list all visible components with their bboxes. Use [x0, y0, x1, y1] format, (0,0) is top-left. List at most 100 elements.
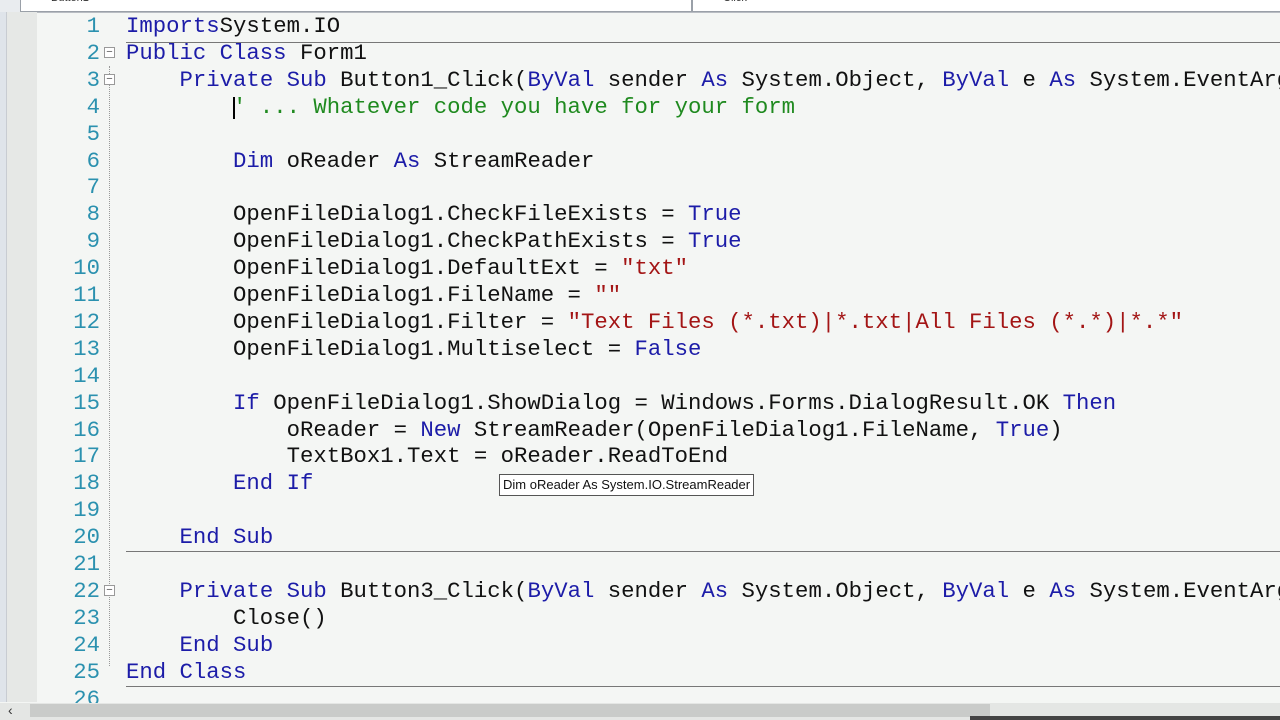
code-token: StreamReader(OpenFileDialog1.FileName, — [460, 416, 996, 443]
code-line[interactable]: 12 OpenFileDialog1.Filter = "Text Files … — [0, 309, 1280, 336]
code-text: OpenFileDialog1.FileName = "" — [126, 282, 621, 309]
keyword: True — [687, 228, 742, 255]
code-token: OpenFileDialog1.ShowDialog = Windows.For… — [259, 389, 1063, 416]
code-token — [126, 390, 233, 416]
code-text: Dim oReader As StreamReader — [126, 148, 594, 175]
string-literal: "" — [594, 282, 622, 308]
code-line[interactable]: 8 OpenFileDialog1.CheckFileExists = True — [0, 201, 1280, 228]
collapse-icon[interactable]: − — [104, 584, 115, 596]
keyword: ByVal — [942, 66, 1010, 93]
line-number: 21 — [73, 551, 100, 577]
line-number: 9 — [86, 228, 100, 255]
code-token — [126, 470, 233, 496]
line-number: 10 — [73, 255, 100, 282]
code-token: System.EventArgs — [1089, 66, 1280, 93]
code-line[interactable]: 2−Public Class Form1 — [0, 40, 1280, 67]
code-line[interactable]: 19 — [0, 497, 1280, 524]
quickinfo-tooltip: Dim oReader As System.IO.StreamReader — [499, 474, 755, 496]
code-token: ) — [1049, 416, 1063, 443]
code-text: OpenFileDialog1.Filter = "Text Files (*.… — [126, 309, 1183, 336]
keyword: Private Sub — [179, 577, 327, 604]
keyword: End Class — [126, 658, 247, 685]
code-token: Close() — [126, 604, 327, 631]
scrollbar-thumb[interactable] — [30, 704, 990, 717]
line-number: 25 — [73, 658, 100, 685]
code-text: End Sub — [126, 524, 274, 551]
keyword: End If — [233, 470, 314, 497]
code-line[interactable]: 14 — [0, 363, 1280, 390]
code-token: OpenFileDialog1.CheckFileExists = — [126, 201, 688, 228]
code-line[interactable]: 20 End Sub — [0, 524, 1280, 551]
keyword: As — [1049, 66, 1077, 93]
code-token: OpenFileDialog1.FileName = — [126, 282, 595, 308]
collapse-icon[interactable]: − — [104, 46, 115, 58]
collapse-icon[interactable]: − — [104, 73, 115, 85]
code-line[interactable]: 9 OpenFileDialog1.CheckPathExists = True — [0, 228, 1280, 255]
string-literal: "txt" — [621, 255, 688, 282]
code-text: Private Sub Button1_Click(ByVal sender A… — [126, 67, 1280, 94]
keyword: New — [420, 416, 461, 443]
code-line[interactable]: 7 — [0, 174, 1280, 201]
code-line[interactable]: 5 — [0, 121, 1280, 148]
code-text: OpenFileDialog1.CheckPathExists = True — [126, 228, 742, 255]
code-line[interactable]: 18 End If — [0, 470, 1280, 497]
code-text: Private Sub Button3_Click(ByVal sender A… — [126, 578, 1280, 605]
code-line[interactable]: 21 — [0, 551, 1280, 578]
keyword: False — [634, 335, 702, 362]
code-line[interactable]: 10 OpenFileDialog1.DefaultExt = "txt" — [0, 255, 1280, 282]
line-number: 8 — [86, 201, 100, 228]
code-token — [126, 524, 180, 550]
code-token: System.Object, — [728, 577, 943, 604]
event-combo[interactable]: Click — [692, 0, 1280, 12]
code-line[interactable]: 11 OpenFileDialog1.FileName = "" — [0, 282, 1280, 309]
code-token: System.EventArgs — [1089, 577, 1280, 604]
code-text: OpenFileDialog1.CheckFileExists = True — [126, 201, 741, 228]
code-text: OpenFileDialog1.Multiselect = False — [126, 336, 701, 363]
line-number: 5 — [86, 120, 100, 147]
line-number: 16 — [73, 416, 100, 443]
code-token: System.IO — [219, 13, 341, 39]
line-number: 4 — [86, 93, 100, 120]
code-line[interactable]: 13 OpenFileDialog1.Multiselect = False — [0, 336, 1280, 363]
line-number: 2 — [86, 39, 100, 66]
object-combo[interactable]: Button1 — [20, 0, 692, 12]
line-number: 3 — [86, 66, 100, 93]
line-number: 22 — [73, 577, 100, 604]
code-token: OpenFileDialog1.Multiselect = — [126, 335, 635, 362]
code-text: ImportsSystem.IO — [126, 13, 340, 40]
code-token — [126, 578, 180, 604]
keyword: Imports — [126, 13, 220, 39]
code-line[interactable]: 1 ImportsSystem.IO — [0, 13, 1280, 40]
code-line[interactable]: 25 End Class — [0, 659, 1280, 686]
code-token: OpenFileDialog1.Filter = — [126, 308, 568, 335]
line-number: 11 — [73, 282, 100, 308]
code-line[interactable]: 16 oReader = New StreamReader(OpenFileDi… — [0, 417, 1280, 444]
code-text: OpenFileDialog1.DefaultExt = "txt" — [126, 255, 688, 282]
code-line[interactable]: 15 If OpenFileDialog1.ShowDialog = Windo… — [0, 390, 1280, 417]
code-line[interactable]: 24 End Sub — [0, 632, 1280, 659]
code-text: End If — [126, 470, 313, 497]
code-token — [126, 94, 233, 120]
code-token — [126, 67, 139, 93]
code-line[interactable]: 3− Private Sub Button1_Click(ByVal sende… — [0, 67, 1280, 94]
text-caret — [233, 97, 235, 119]
line-number: 18 — [73, 470, 100, 497]
line-number: 7 — [86, 174, 100, 201]
code-text: End Class — [126, 659, 246, 686]
line-number: 1 — [86, 13, 100, 39]
code-text: If OpenFileDialog1.ShowDialog = Windows.… — [126, 390, 1116, 417]
code-text: oReader = New StreamReader(OpenFileDialo… — [126, 417, 1063, 444]
scroll-left-icon[interactable]: ‹ — [8, 702, 13, 718]
keyword: Dim — [233, 147, 274, 174]
line-number: 6 — [86, 147, 100, 174]
code-line[interactable]: 6 Dim oReader As StreamReader — [0, 148, 1280, 175]
code-token — [126, 632, 180, 658]
code-line[interactable]: 22− Private Sub Button3_Click(ByVal send… — [0, 578, 1280, 605]
code-line[interactable]: 4 ' ... Whatever code you have for your … — [0, 94, 1280, 121]
keyword: ByVal — [527, 577, 595, 604]
code-token: oReader — [273, 147, 394, 174]
code-line[interactable]: 17 TextBox1.Text = oReader.ReadToEnd — [0, 443, 1280, 470]
code-line[interactable]: 23 Close() — [0, 605, 1280, 632]
navigation-bar: Button1 Click — [0, 0, 1280, 13]
